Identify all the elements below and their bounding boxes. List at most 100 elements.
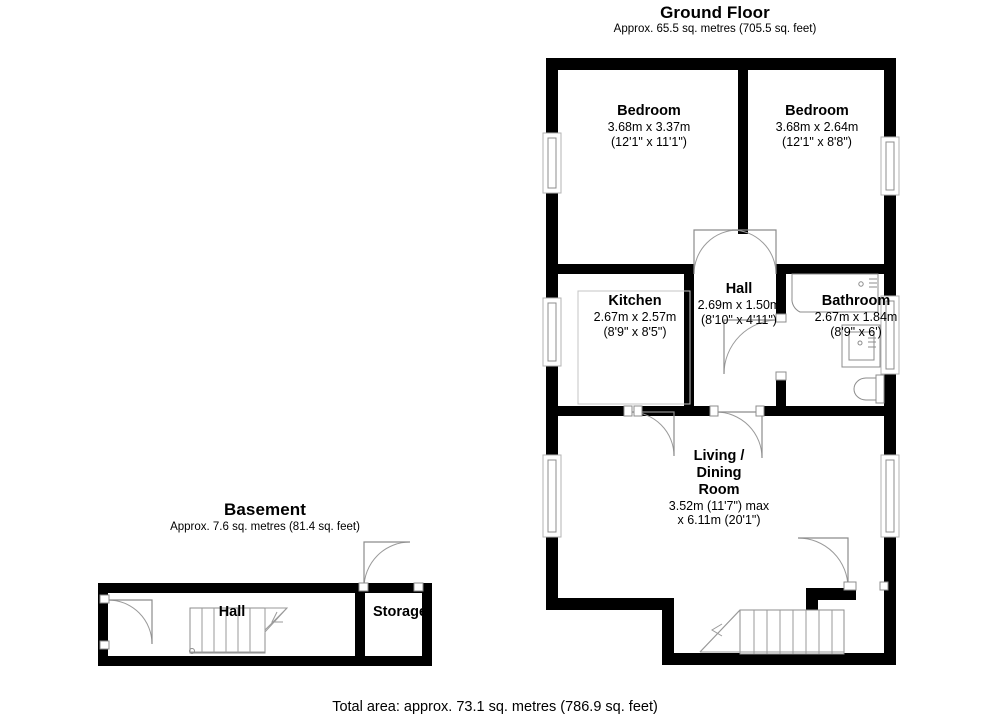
door-living-stairs (797, 537, 889, 591)
living-dining-name-line-2: Dining (696, 464, 742, 481)
basement-title: Basement (223, 500, 307, 519)
stair-bay-wall-bottom (662, 653, 896, 665)
interior-wall-living-top (694, 406, 716, 416)
interior-wall-kitchen-bottom-2 (640, 406, 694, 416)
ground-floor-subtitle: Approx. 65.5 sq. metres (705.5 sq. feet) (613, 23, 817, 35)
bedroom-2-dim-metric: 3.68m x 2.64m (775, 119, 859, 134)
window-group-right (880, 136, 900, 538)
bathroom-dim-metric: 2.67m x 1.84m (814, 309, 898, 324)
basement-wall-left (98, 583, 108, 666)
window-bedroom2-right-pane (885, 141, 895, 191)
door-hall-living (709, 405, 765, 459)
basement-door-entry (99, 594, 153, 650)
basement-door-jamb-bottom (99, 640, 110, 650)
door-jamb-hall-right (755, 405, 765, 417)
basement-storage-jamb-left (358, 582, 369, 592)
interior-wall-bedroom1-bottom (546, 264, 684, 274)
door-jamb-kitchen-left (623, 405, 633, 417)
window-bedroom1-left-pane (547, 137, 557, 189)
bedroom-1-name: Bedroom (617, 103, 681, 119)
total-area-text: Total area: approx. 73.1 sq. metres (786… (332, 699, 658, 715)
bedroom-2-name: Bedroom (785, 103, 849, 119)
room-label-basement-hall: Hall (182, 604, 282, 621)
living-dining-dim-metric: 3.52m (11'7") max (668, 498, 770, 513)
basement-staircase (189, 607, 289, 654)
basement-subtitle: Approx. 7.6 sq. metres (81.4 sq. feet) (170, 521, 360, 533)
interior-wall-hall-left (684, 264, 694, 416)
bedroom-1-dim-imperial: (12'1" x 11'1") (611, 134, 687, 149)
basement-wall-bottom (98, 656, 432, 666)
basement-hall-name: Hall (218, 604, 246, 620)
interior-wall-hall-right-lower (776, 378, 786, 416)
room-label-hall: Hall 2.69m x 1.50m (8'10" x 4'11") (668, 281, 810, 327)
sink-plug-icon (857, 340, 863, 346)
basement-storage-name: Storage (373, 604, 427, 620)
bathroom-fixtures (791, 273, 885, 404)
door-jamb-bathroom-bottom (775, 371, 787, 381)
kitchen-dim-imperial: (8'9" x 8'5") (603, 324, 667, 339)
room-label-bedroom-2: Bedroom 3.68m x 2.64m (12'1" x 8'8") (739, 103, 895, 149)
bathroom-dim-imperial: (8'9" x 6') (830, 324, 882, 339)
toilet-cistern-icon (875, 374, 885, 404)
basement-door-jamb-top (99, 594, 110, 604)
basement-plan (98, 541, 432, 666)
sink-bowl-icon (848, 331, 875, 361)
door-jamb-kitchen-right (633, 405, 643, 417)
ground-floor-plan (542, 58, 900, 665)
interior-wall-bedroom-divider (738, 58, 748, 234)
window-kitchen-left-pane (547, 302, 557, 362)
door-jamb-hall-left (709, 405, 719, 417)
exterior-wall-bottom-left (546, 598, 674, 610)
stair-bay-wall-right-upper (884, 588, 896, 658)
hall-name: Hall (725, 281, 753, 297)
room-label-kitchen: Kitchen 2.67m x 2.57m (8'9" x 8'5") (557, 293, 713, 339)
kitchen-dimension-box (577, 290, 691, 405)
room-label-living-dining: Living / Dining Room 3.52m (11'7") max x… (640, 448, 798, 528)
staircase-outline (739, 609, 845, 655)
interior-wall-bathroom-top (776, 264, 886, 274)
basement-door-storage (358, 541, 424, 592)
window-living-left-pane (547, 459, 557, 533)
door-jamb-living-stairs-bottom (879, 581, 889, 591)
bedroom-2-dim-imperial: (12'1" x 8'8") (782, 134, 852, 149)
window-bathroom-right-pane (885, 300, 895, 370)
door-bedroom2 (731, 229, 777, 275)
living-dining-name-line-3: Room (698, 481, 740, 498)
basement-storage-jamb-right (413, 582, 424, 592)
bathtub-icon (791, 273, 879, 313)
window-living-right-pane (885, 459, 895, 533)
sink-taps-icon (868, 337, 876, 348)
bathtub-taps-icon (869, 278, 877, 288)
living-dining-dim-imperial: x 6.11m (20'1") (677, 513, 761, 528)
hall-dim-imperial: (8'10" x 4'11") (701, 312, 777, 327)
toilet-icon (853, 377, 881, 401)
door-bathroom (723, 313, 787, 381)
bedroom-1-dim-metric: 3.68m x 3.37m (607, 119, 691, 134)
stair-bay-wall-left (662, 598, 674, 665)
exterior-wall-top (546, 58, 896, 70)
ground-floor-staircase (699, 609, 845, 655)
ground-floor-title: Ground Floor (660, 3, 770, 22)
hall-dim-metric: 2.69m x 1.50m (697, 297, 781, 312)
interior-wall-kitchen-bottom (546, 406, 624, 416)
bathroom-name: Bathroom (821, 293, 891, 309)
door-bedroom1 (693, 229, 739, 275)
window-group-left (542, 132, 562, 538)
stair-bay-wall-step (806, 588, 856, 600)
bathtub-plug-icon (858, 281, 864, 287)
kitchen-dim-metric: 2.67m x 2.57m (593, 309, 677, 324)
basement-wall-top (98, 583, 432, 593)
door-jamb-living-stairs-top (843, 581, 857, 591)
basement-wall-divider (355, 583, 365, 666)
kitchen-name: Kitchen (608, 293, 662, 309)
interior-wall-living-top-2 (760, 406, 780, 416)
door-kitchen (623, 405, 675, 457)
living-dining-name-line-1: Living / (693, 448, 745, 464)
interior-wall-hall-right-upper (776, 264, 786, 316)
room-label-bedroom-1: Bedroom 3.68m x 3.37m (12'1" x 11'1") (561, 103, 737, 149)
basement-wall-right (422, 583, 432, 666)
room-label-basement-storage: Storage (350, 604, 450, 621)
interior-wall-bathroom-bottom (776, 406, 886, 416)
